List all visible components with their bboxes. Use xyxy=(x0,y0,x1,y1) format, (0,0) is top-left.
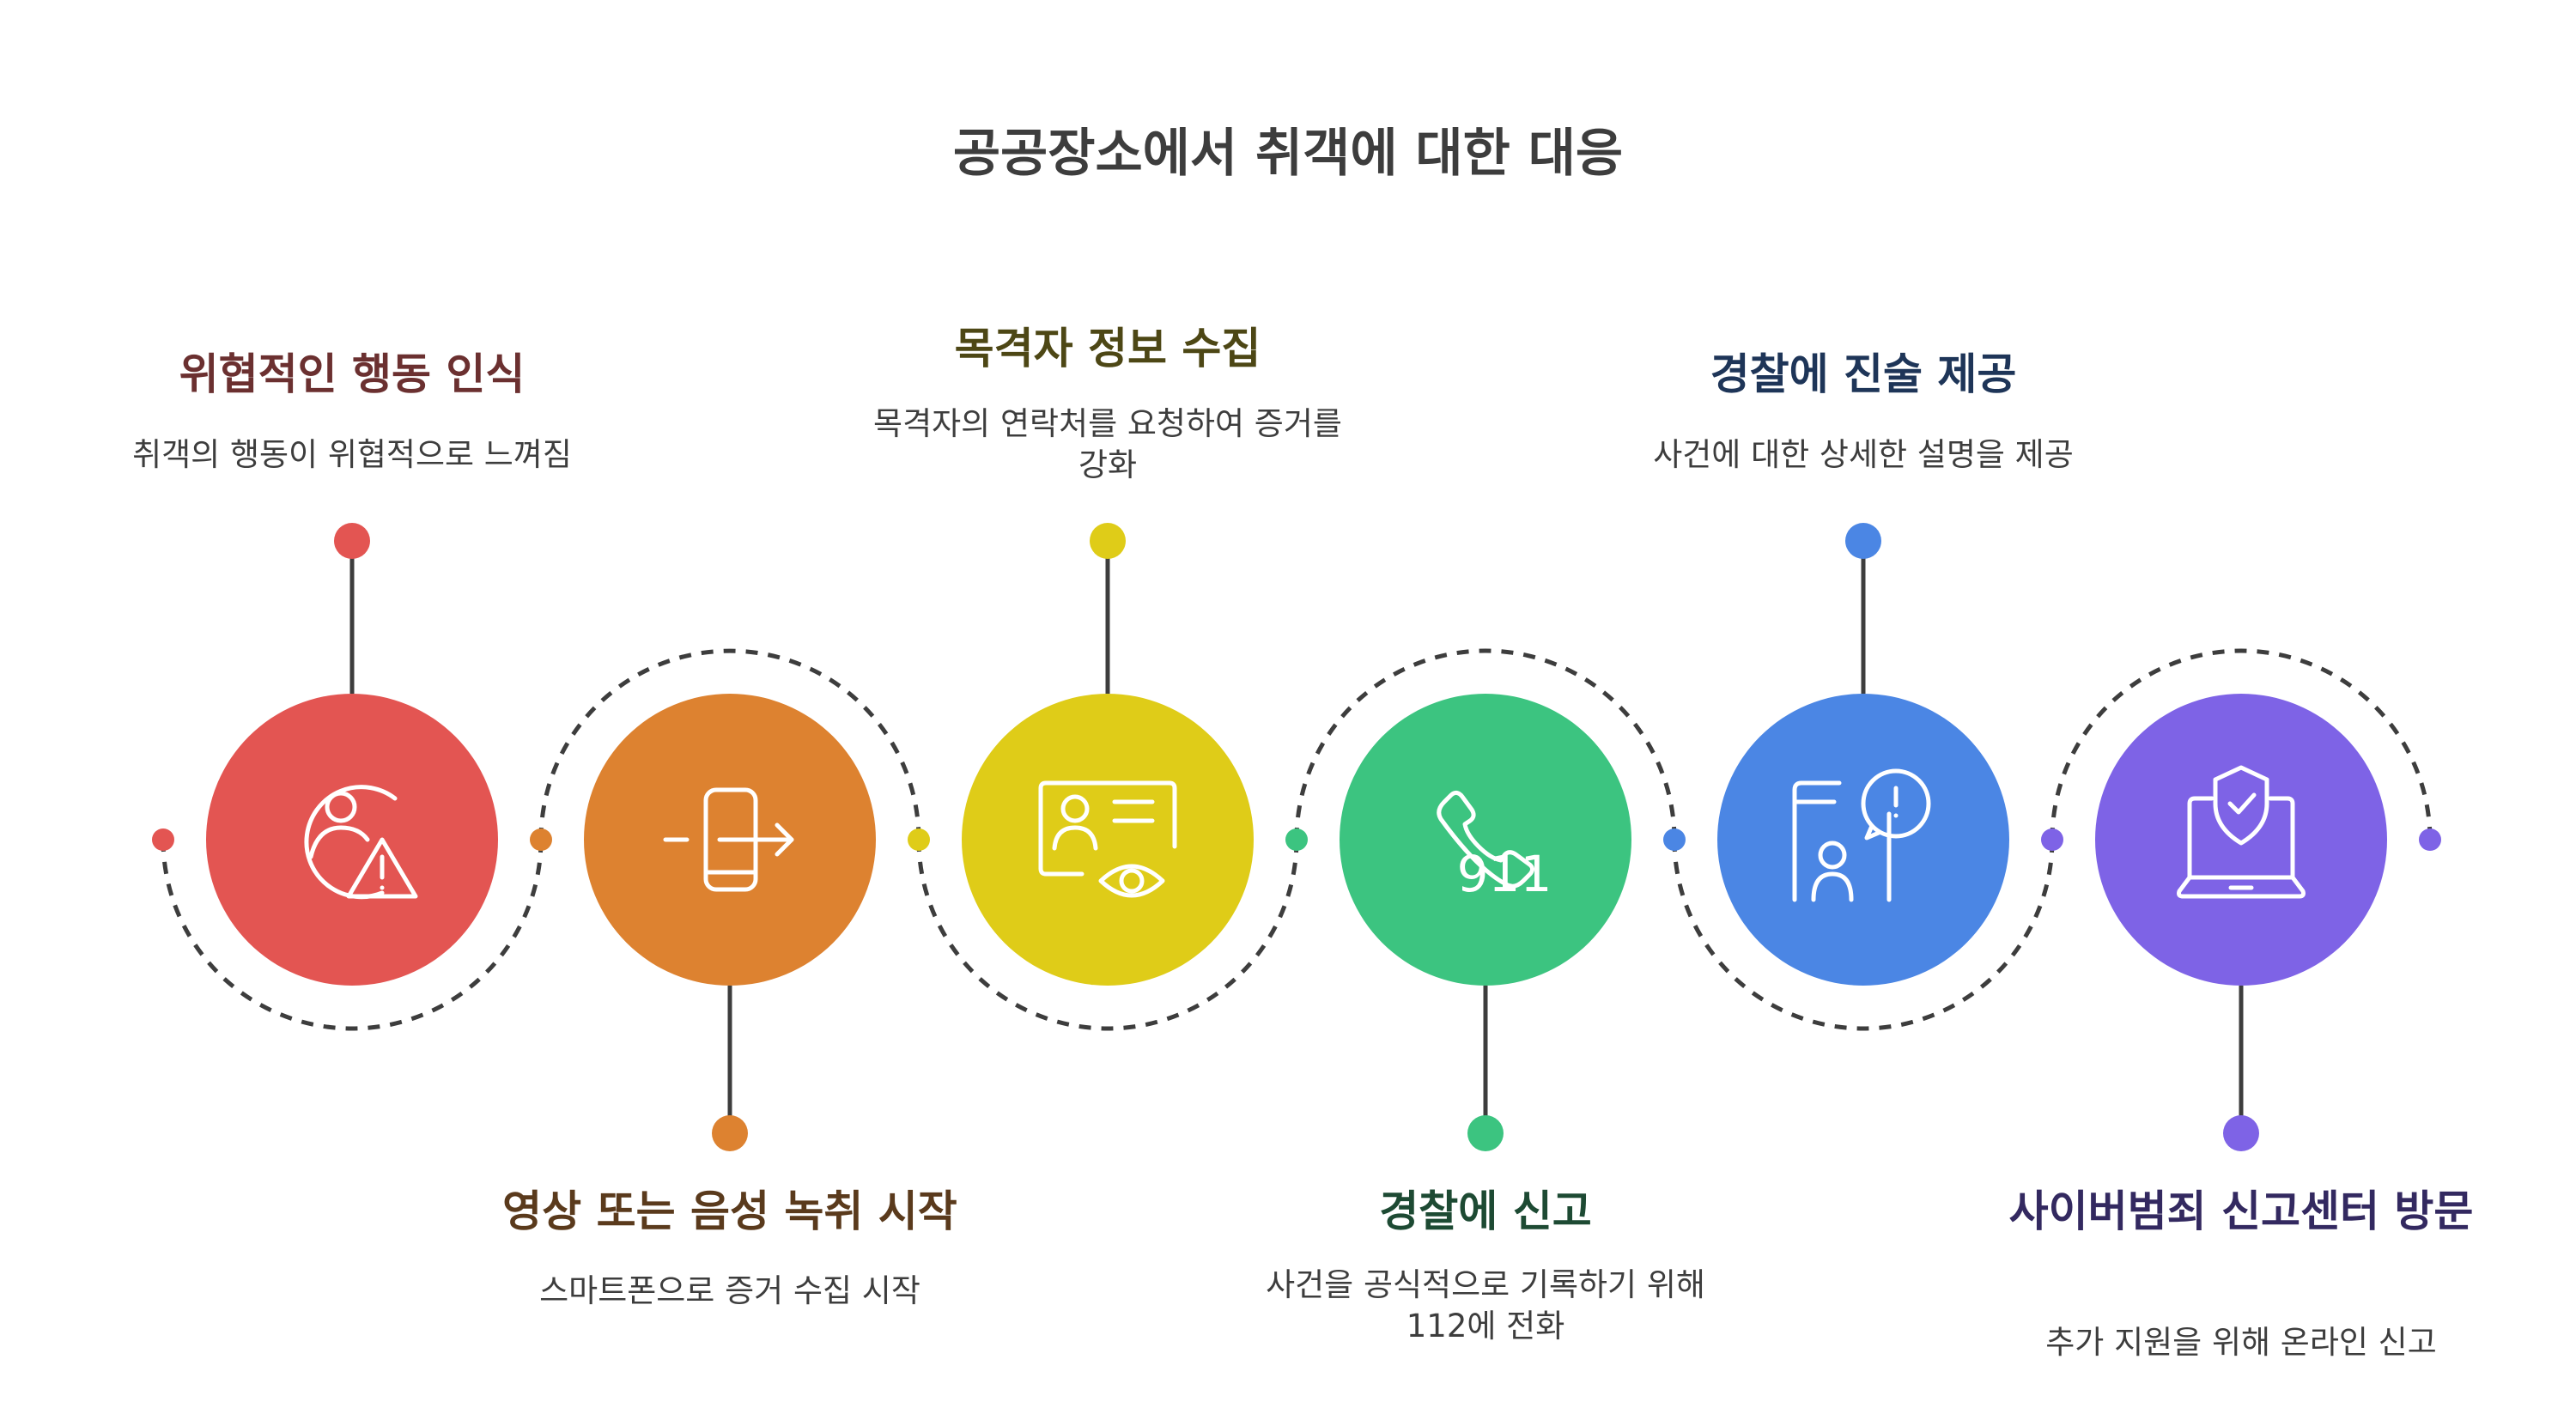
step-4-description: 사건을 공식적으로 기록하기 위해 112에 전화 xyxy=(1266,1266,1705,1344)
step-circle-1 xyxy=(206,694,498,986)
connector-node xyxy=(334,523,370,559)
step-2-description: 스마트폰으로 증거 수집 시작 xyxy=(539,1272,920,1309)
phone-alert-chat-icon xyxy=(1792,768,1931,902)
step-3-description: 목격자의 연락처를 요청하여 증거를 강화 xyxy=(873,405,1342,483)
step-5-description: 사건에 대한 상세한 설명을 제공 xyxy=(1653,436,2074,473)
step-circle-6 xyxy=(2095,694,2387,986)
step-5-title: 경찰에 진술 제공 xyxy=(1710,349,2017,399)
arc-end-dot xyxy=(530,828,552,851)
connectors xyxy=(334,523,2259,1151)
connector-node xyxy=(1467,1115,1504,1151)
dashed-arc xyxy=(916,839,1299,1031)
connector-node xyxy=(1845,523,1881,559)
connector-node xyxy=(712,1115,748,1151)
phone-exit-icon xyxy=(663,787,794,892)
step-6-description: 추가 지원을 위해 온라인 신고 xyxy=(2045,1324,2437,1361)
icon-911-label: 911 xyxy=(1457,845,1552,903)
step-1-description: 취객의 행동이 위협적으로 느껴짐 xyxy=(132,436,572,473)
dashed-arcs xyxy=(152,648,2441,1031)
step-4-title: 경찰에 신고 xyxy=(1379,1186,1592,1236)
arc-end-dot xyxy=(908,828,930,851)
arc-end-dot xyxy=(152,828,174,851)
step-circles xyxy=(206,694,2387,986)
dashed-arc xyxy=(2050,648,2433,841)
dashed-arc xyxy=(161,839,544,1031)
step-6-title: 사이버범죄 신고센터 방문 xyxy=(2008,1186,2474,1236)
connector-node xyxy=(2223,1115,2259,1151)
id-card-eye-icon xyxy=(1038,780,1177,898)
arc-end-dot xyxy=(1663,828,1686,851)
phone-911-icon: 911 xyxy=(1437,790,1552,903)
arc-end-dot xyxy=(2419,828,2441,851)
arc-end-dot xyxy=(2041,828,2063,851)
page-title: 공공장소에서 취객에 대한 대응 xyxy=(952,124,1624,184)
step-circle-5 xyxy=(1717,694,2009,986)
step-1-title: 위협적인 행동 인식 xyxy=(179,349,526,399)
person-warning-icon xyxy=(304,785,418,900)
step-2-title: 영상 또는 음성 녹취 시작 xyxy=(502,1186,957,1236)
dashed-arc xyxy=(538,648,921,841)
arc-end-dot xyxy=(1285,828,1308,851)
dashed-arc xyxy=(1672,839,2055,1031)
step-circle-3 xyxy=(962,694,1254,986)
dashed-arc xyxy=(1294,648,1677,841)
step-3-title: 목격자 정보 수집 xyxy=(954,324,1261,373)
laptop-shield-icon xyxy=(2177,765,2306,899)
step-icons: 911 xyxy=(304,765,2306,903)
step-circle-4 xyxy=(1340,694,1631,986)
connector-node xyxy=(1090,523,1126,559)
